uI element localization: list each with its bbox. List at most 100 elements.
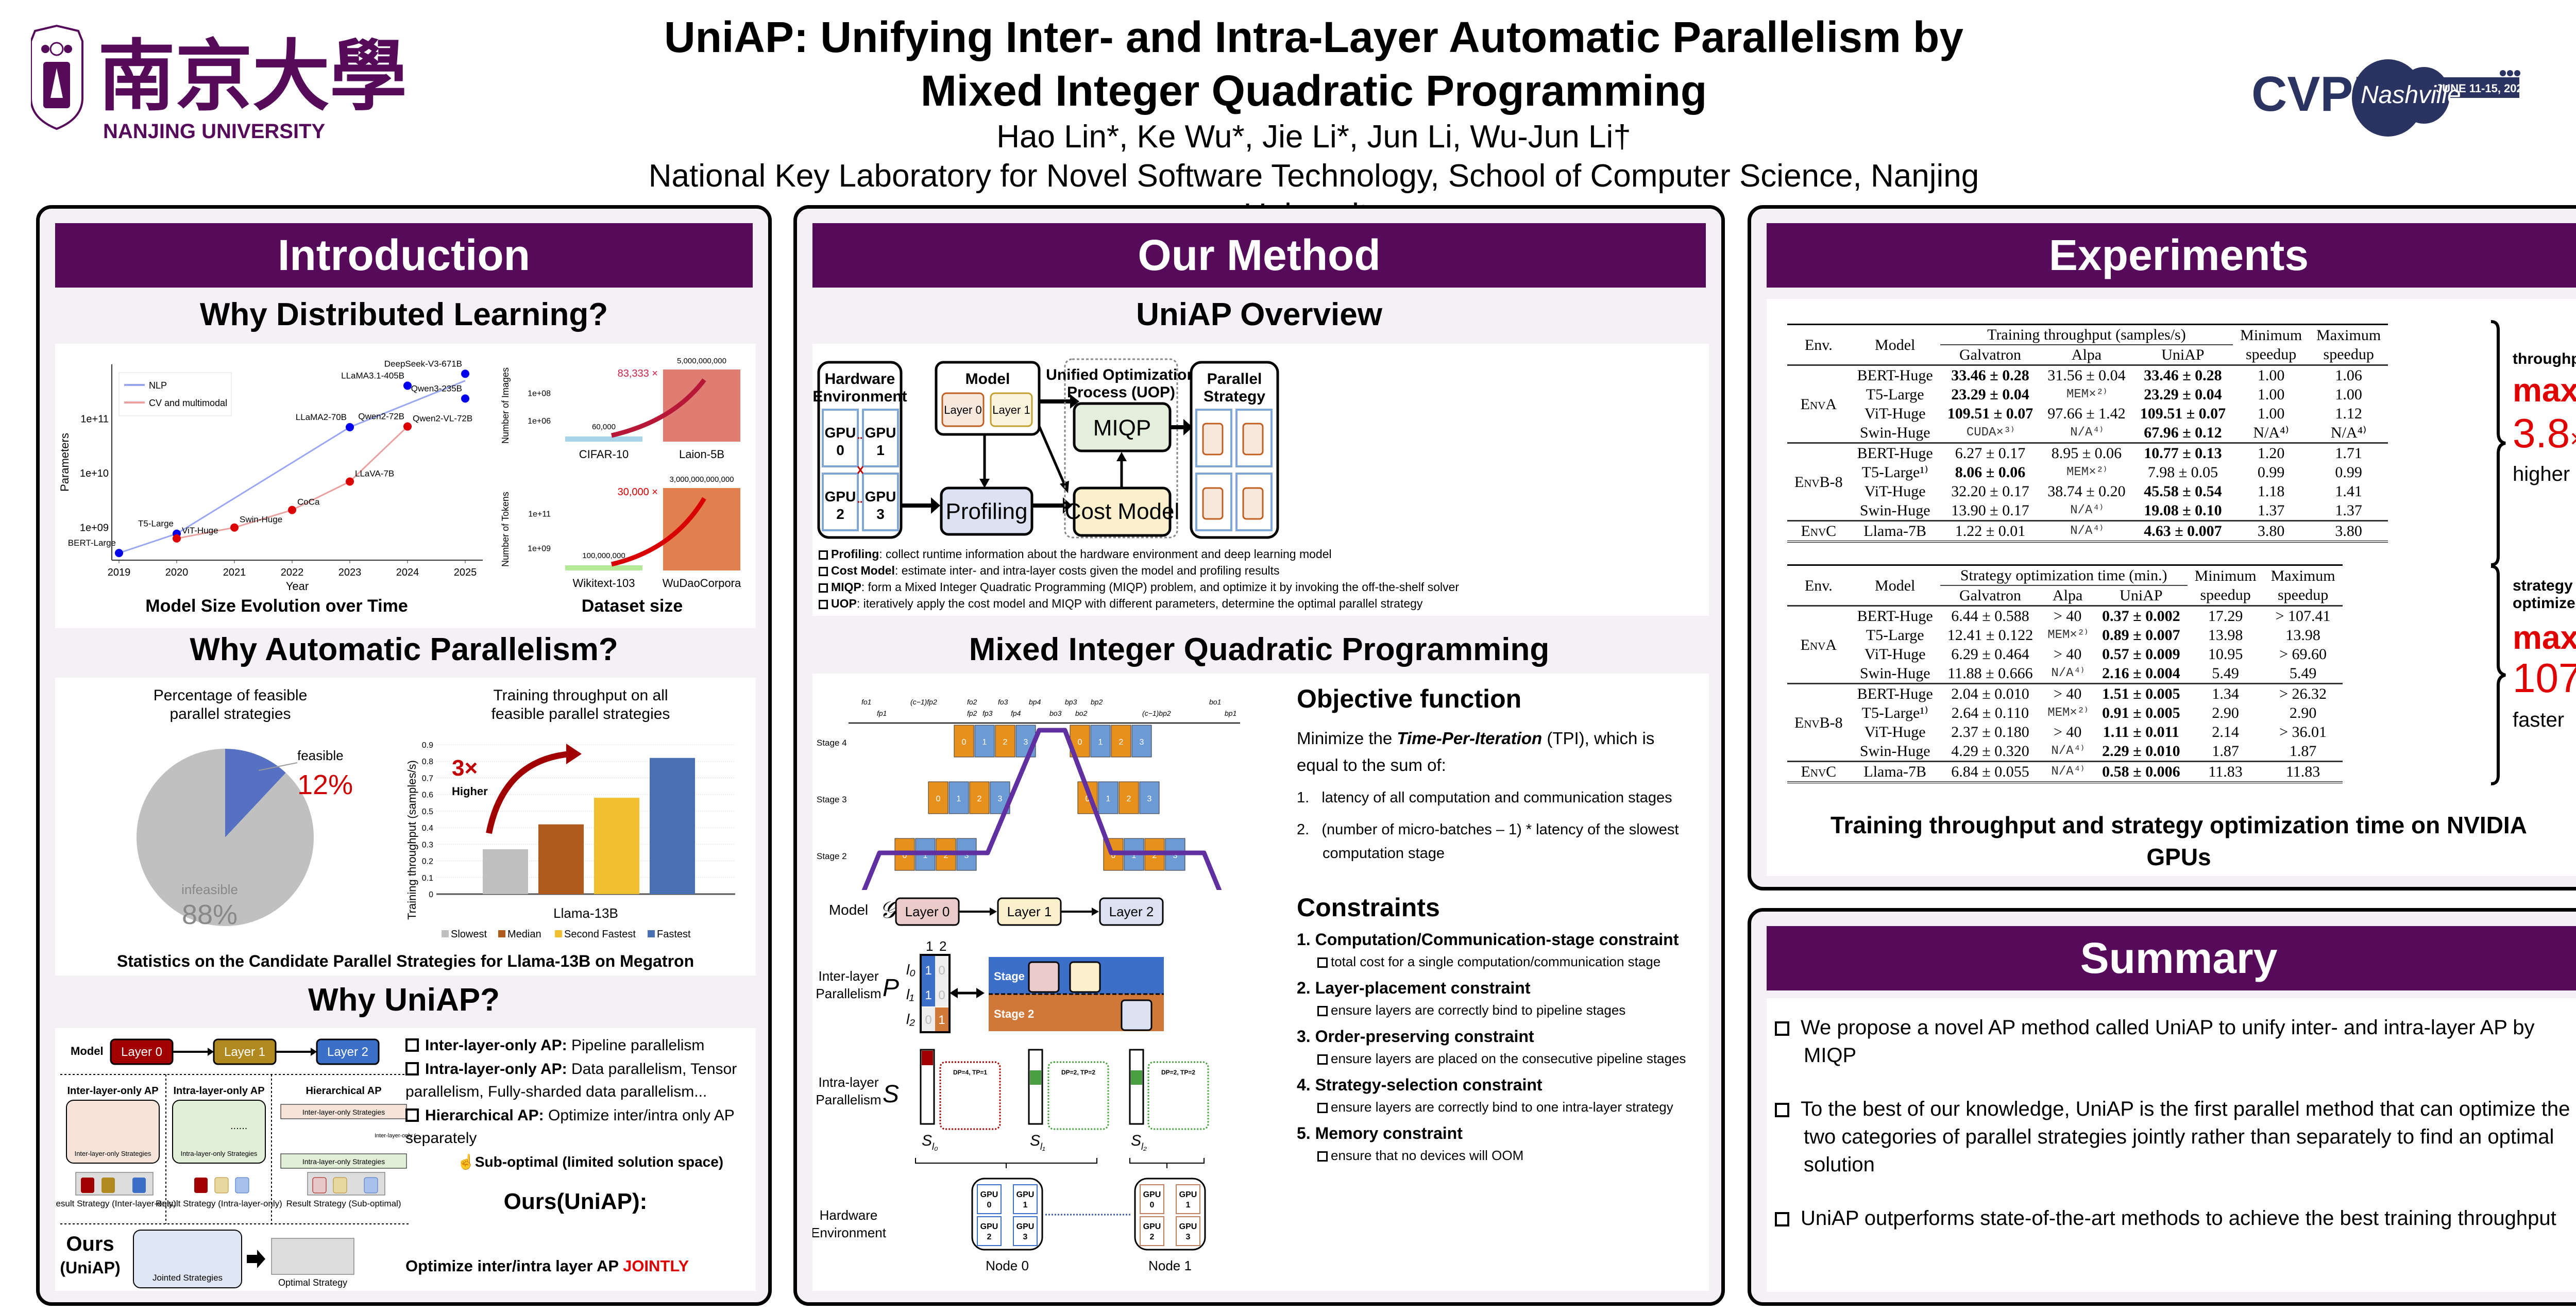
svg-text:Hardware: Hardware xyxy=(825,371,895,388)
microbatch-block xyxy=(1090,725,1111,758)
data-point xyxy=(230,523,239,532)
y-tick-label: 1e+09 xyxy=(80,523,109,534)
svg-text:Node 1: Node 1 xyxy=(1148,1258,1192,1273)
svg-text:1: 1 xyxy=(925,988,931,1002)
point-label: ViT-Huge xyxy=(182,526,218,535)
table-cell: T5-Large xyxy=(1866,627,1924,644)
table-cell: EnvB-8 xyxy=(1794,714,1843,731)
table-cell: T5-Large xyxy=(1866,386,1924,403)
table-cell: N/A⁴⁾ xyxy=(2051,666,2084,680)
table-cell: 0.37 ± 0.002 xyxy=(2102,608,2180,625)
table-cell: 1.06 xyxy=(2335,367,2362,384)
microbatch-label: 2 xyxy=(1127,795,1131,803)
legend-swatch xyxy=(648,930,655,937)
svg-text:Intra-layer-only Strategies: Intra-layer-only Strategies xyxy=(302,1157,385,1166)
x-axis-label: Llama-13B xyxy=(553,905,618,921)
table-cell: CUDA×³⁾ xyxy=(1966,426,2014,440)
table-cell: N/A⁴⁾ xyxy=(2070,426,2103,440)
microbatch-label: 2 xyxy=(1153,851,1157,860)
arrowhead-icon xyxy=(566,744,582,764)
microbatch-label: 1 xyxy=(957,795,961,803)
uniap-bullet: Hierarchical AP: Optimize inter/intra on… xyxy=(405,1107,735,1147)
summary-banner: Summary xyxy=(1767,926,2576,990)
table-cell: 1.51 ± 0.005 xyxy=(2102,685,2180,702)
table-cell: Swin-Huge xyxy=(1859,743,1930,760)
value-label: 3,000,000,000,000 xyxy=(669,475,734,484)
table-cell: > 69.60 xyxy=(2279,646,2327,663)
table-cell: EnvA xyxy=(1800,636,1837,653)
svg-text:Layer 1: Layer 1 xyxy=(1007,904,1052,919)
table-cell: ViT-Huge xyxy=(1864,646,1926,663)
table-cell: 0.99 xyxy=(2257,464,2285,481)
university-crest-icon xyxy=(30,24,83,130)
svg-text:0: 0 xyxy=(987,1201,992,1209)
svg-text:GPU: GPU xyxy=(980,1222,998,1231)
svg-text:GPU: GPU xyxy=(865,489,896,505)
microbatch-label: 0 xyxy=(1086,795,1090,803)
svg-text:Parallel: Parallel xyxy=(1207,371,1262,388)
microbatch-block xyxy=(948,781,969,814)
point-label: Swin-Huge xyxy=(240,515,282,525)
chart-title: parallel strategies xyxy=(170,705,291,722)
chart-title: Percentage of feasible xyxy=(154,687,308,704)
svg-text:DP=2, TP=2: DP=2, TP=2 xyxy=(1061,1069,1095,1076)
legend-label: Median xyxy=(507,929,541,940)
summary-list: We propose a novel AP method called UniA… xyxy=(1775,1014,2576,1258)
table-cell: N/A⁴⁾ xyxy=(2051,765,2084,779)
pointing-hand-icon: ☝ xyxy=(457,1154,475,1170)
table-cell: 0.57 ± 0.009 xyxy=(2102,646,2180,663)
table-cell: Minimum speedup xyxy=(2240,327,2302,363)
table-cell: 1.18 xyxy=(2257,483,2285,500)
summary-card: We propose a novel AP method called UniA… xyxy=(1767,998,2576,1292)
table-cell: 6.84 ± 0.055 xyxy=(1951,763,2029,780)
summary-item: We propose a novel AP method called UniA… xyxy=(1775,1014,2576,1069)
svg-text:GPU: GPU xyxy=(1143,1190,1161,1199)
point-label: DeepSeek-V3-671B xyxy=(384,359,462,368)
table-cell: BERT-Huge xyxy=(1857,685,1933,702)
table-cell: 38.74 ± 0.20 xyxy=(2047,483,2126,500)
svg-text:DP=4, TP=1: DP=4, TP=1 xyxy=(953,1069,987,1076)
svg-text:......: ...... xyxy=(230,1120,247,1132)
experiments-caption: Training throughput and strategy optimiz… xyxy=(1831,812,2527,870)
svg-text:Node 0: Node 0 xyxy=(986,1258,1029,1273)
bar-slowest xyxy=(483,849,528,894)
svg-text:Parallelism: Parallelism xyxy=(816,986,881,1001)
why-uniap-heading: Why UniAP? xyxy=(308,982,500,1018)
why-automatic-heading: Why Automatic Parallelism? xyxy=(190,632,618,667)
svg-text:Layer 1: Layer 1 xyxy=(224,1045,265,1059)
microbatch-label: 1 xyxy=(1098,738,1103,747)
opt-side-max: max xyxy=(2513,619,2576,656)
data-point xyxy=(173,534,181,543)
overview-bullet: MIQP: form a Mixed Integer Quadratic Pro… xyxy=(819,579,1705,595)
suboptimal-note: ☝Sub-optimal (limited solution space) xyxy=(457,1154,724,1170)
svg-text:2: 2 xyxy=(1150,1233,1155,1241)
table-cell: 1.00 xyxy=(2335,386,2362,403)
y-tick-label: 1e+11 xyxy=(80,414,109,425)
timing-label: fo3 xyxy=(998,698,1008,706)
y-tick-label: 0.2 xyxy=(422,858,433,866)
dataset-caption: Dataset size xyxy=(581,596,683,616)
table-cell: > 40 xyxy=(2053,685,2082,702)
nanjing-university-logo: 南京大學 NANJING UNIVERSITY xyxy=(30,21,422,144)
overview-bullet: Profiling: collect runtime information a… xyxy=(819,546,1705,562)
svg-text:Environment: Environment xyxy=(812,1225,887,1240)
authors: Hao Lin*, Ke Wu*, Jie Li*, Jun Li, Wu-Ju… xyxy=(996,119,1631,155)
bar-fastest xyxy=(650,758,695,894)
microbatch-label: 0 xyxy=(1078,738,1082,747)
table-cell: > 26.32 xyxy=(2279,685,2327,702)
timing-label: fo2 xyxy=(967,698,977,706)
microbatch-label: 2 xyxy=(1003,738,1008,747)
data-point xyxy=(288,506,296,514)
guitar-icon xyxy=(2352,59,2520,137)
